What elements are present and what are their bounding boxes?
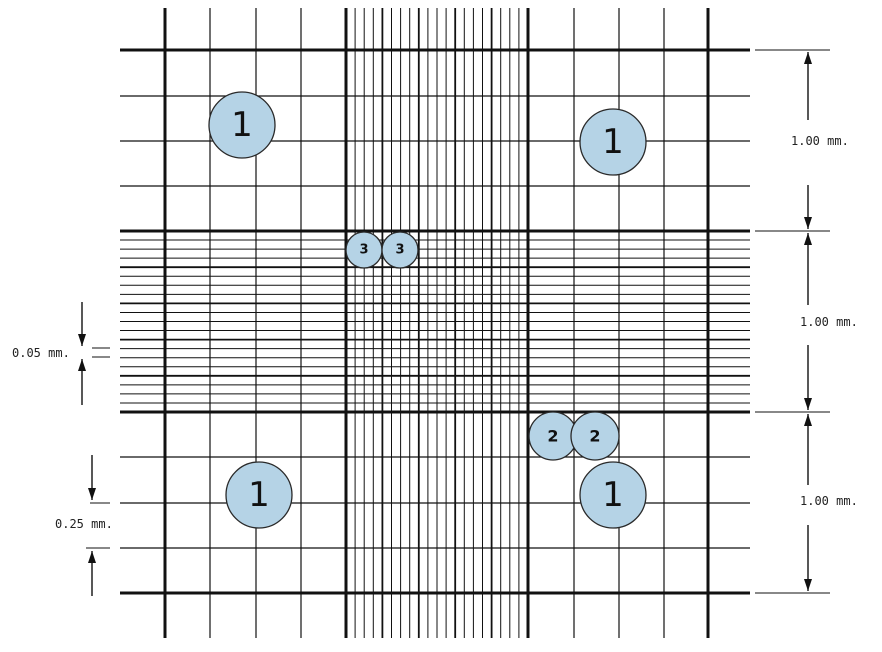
cell-circle-label: 3 <box>359 243 368 258</box>
arrow-head <box>804 233 812 245</box>
cell-circle-shape <box>381 231 419 269</box>
cell-circle-label: 1 <box>602 475 624 515</box>
counting-grid <box>120 8 750 638</box>
cell-circle-label: 1 <box>602 122 624 162</box>
dimension-label-left-medium: 0.25 mm. <box>55 517 113 531</box>
cell-circle-right-a: 2 <box>528 411 578 461</box>
cell-circle-label: 3 <box>395 243 404 258</box>
arrow-head <box>78 359 86 371</box>
cell-circle-shape <box>225 461 293 529</box>
arrow-head <box>88 551 96 563</box>
arrow-head <box>804 217 812 229</box>
cell-circle-center-b: 3 <box>381 231 419 269</box>
cell-circle-shape <box>579 108 647 176</box>
cell-circle-shape <box>570 411 620 461</box>
cell-circle-shape <box>579 461 647 529</box>
cell-circle-label: 2 <box>547 427 558 446</box>
arrow-head <box>804 398 812 410</box>
dimension-arrow-up <box>88 551 96 596</box>
arrow-head <box>88 488 96 500</box>
cell-circle-label: 1 <box>231 105 253 145</box>
arrow-head <box>78 334 86 346</box>
cell-circle-shape <box>208 91 276 159</box>
dimension-arrow-up <box>78 359 86 405</box>
dimension-arrow-down <box>804 185 812 229</box>
arrow-head <box>804 414 812 426</box>
dimension-arrow-down <box>78 302 86 346</box>
dimension-arrow-up <box>804 414 812 485</box>
dimension-label-right-middle: 1.00 mm. <box>800 315 858 329</box>
cell-circle-bottom-left: 1 <box>225 461 293 529</box>
dimension-arrow-down <box>804 345 812 410</box>
cell-circle-label: 1 <box>248 475 270 515</box>
dimension-arrow-down <box>88 455 96 500</box>
cell-circle-bottom-right: 1 <box>579 461 647 529</box>
dimension-arrow-up <box>804 52 812 120</box>
dimension-arrow-up <box>804 233 812 305</box>
dimension-annotations: 1.00 mm. 1.00 mm. 1.00 mm. 0.05 mm. 0.25… <box>12 49 858 596</box>
dimension-label-right-bottom: 1.00 mm. <box>800 494 858 508</box>
cell-circle-top-left: 1 <box>208 91 276 159</box>
arrow-head <box>804 52 812 64</box>
arrow-head <box>804 579 812 591</box>
dimension-arrow-down <box>804 525 812 591</box>
counted-cells: 1 1 1 1 2 2 3 3 <box>208 91 647 529</box>
cell-circle-right-b: 2 <box>570 411 620 461</box>
cell-circle-center-a: 3 <box>345 231 383 269</box>
cell-circle-label: 2 <box>589 427 600 446</box>
cell-circle-top-right: 1 <box>579 108 647 176</box>
dimension-label-right-top: 1.00 mm. <box>791 134 849 148</box>
dimension-label-left-small: 0.05 mm. <box>12 346 70 360</box>
